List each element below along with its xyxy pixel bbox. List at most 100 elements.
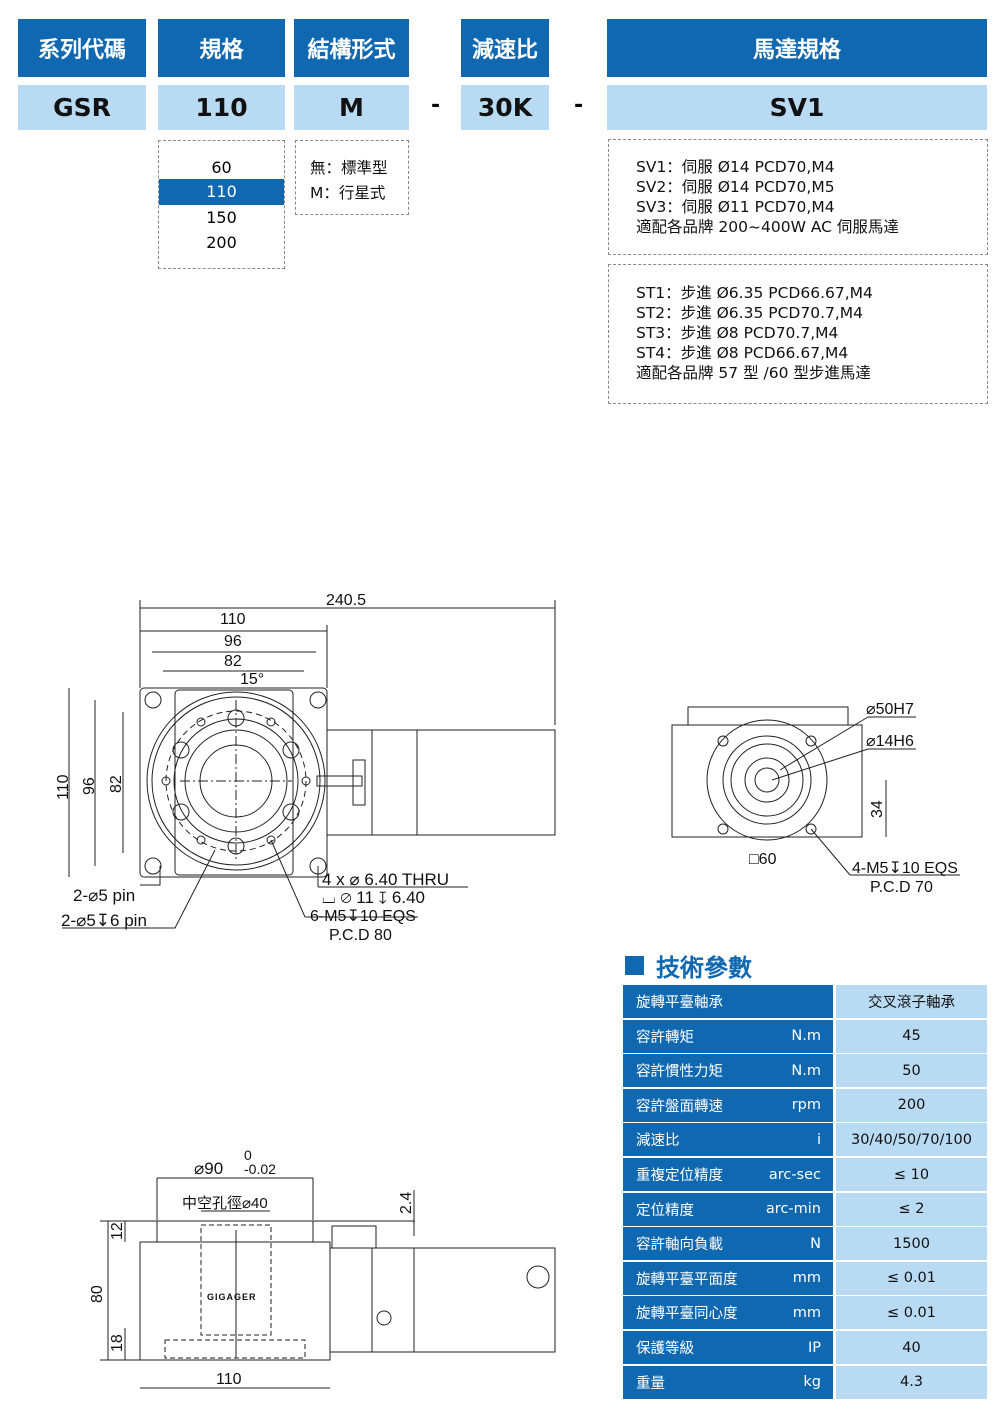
spec-label-cell: 減速比 i [623, 1123, 833, 1157]
pin-label: 2-⌀5 pin [73, 886, 135, 905]
square-bullet-icon [625, 956, 644, 975]
dim-v-82: 82 [108, 775, 125, 793]
bottom-view-drawing [100, 1177, 556, 1389]
thru-hole-label: 4 x ⌀ 6.40 THRU [322, 870, 449, 889]
value-size: 110 [158, 85, 285, 130]
dim-v-110: 110 [55, 774, 72, 800]
spec-value: 40 [836, 1331, 987, 1364]
spec-label-cell: 容許慣性力矩 N.m [623, 1054, 833, 1088]
spec-row: 重量 kg 4.3 [623, 1365, 987, 1399]
spec-value: 200 [836, 1088, 987, 1122]
spec-row: 旋轉平臺同心度 mm ≤ 0.01 [623, 1296, 987, 1330]
stepper-option: ST4：步進 Ø8 PCD66.67,M4 [636, 344, 849, 362]
dim-18: 18 [109, 1334, 126, 1352]
spec-unit: IP [807, 1339, 821, 1356]
spec-title: 技術參數 [625, 948, 752, 983]
spec-unit: mm [792, 1270, 821, 1287]
servo-options: SV1：伺服 Ø14 PCD70,M4 SV2：伺服 Ø14 PCD70,M5 … [608, 139, 988, 255]
separator: - [574, 93, 584, 118]
spec-label: 重複定位精度 [636, 1168, 723, 1184]
spec-label: 重量 [636, 1375, 665, 1392]
dim-96: 96 [224, 633, 242, 650]
stepper-option: ST2：步進 Ø6.35 PCD70.7,M4 [636, 304, 864, 322]
spec-label: 容許慣性力矩 [636, 1064, 723, 1081]
spec-row: 保護等級 IP 40 [623, 1331, 987, 1364]
size-option: 200 [206, 233, 237, 252]
side-tap-label: 4-M5↧10 EQS [852, 860, 958, 877]
hollow-diameter: 中空孔徑⌀40 [182, 1195, 268, 1212]
dim-d90: ⌀90 [194, 1159, 223, 1178]
spec-label: 定位精度 [636, 1202, 694, 1219]
stepper-options: ST1：步進 Ø6.35 PCD66.67,M4 ST2：步進 Ø6.35 PC… [608, 264, 988, 404]
header-motor: 馬達規格 [607, 19, 987, 77]
dim-34: 34 [869, 800, 886, 818]
dim-d50: ⌀50H7 [866, 701, 914, 718]
dim-bottom-110: 110 [216, 1371, 242, 1388]
structure-option: 無：標準型 [310, 159, 388, 177]
spec-value: ≤ 0.01 [836, 1296, 987, 1330]
header-structure: 結構形式 [294, 19, 409, 77]
spec-value: ≤ 10 [836, 1158, 987, 1191]
stepper-note: 適配各品牌 57 型 /60 型步進馬達 [636, 364, 871, 382]
header-size: 規格 [158, 19, 285, 77]
header-ratio: 減速比 [461, 19, 549, 77]
size-option: 60 [211, 158, 232, 177]
spec-label: 減速比 [636, 1133, 680, 1150]
side-pcd-label: P.C.D 70 [870, 879, 933, 896]
spec-label: 旋轉平臺同心度 [636, 1306, 738, 1323]
separator: - [431, 93, 441, 118]
dim-angle: 15° [240, 671, 264, 688]
brand-logo: GIGAGER [207, 1292, 257, 1302]
spec-label: 保護等級 [636, 1341, 694, 1357]
spec-title-text: 技術參數 [656, 954, 752, 982]
dim-total-length: 240.5 [326, 592, 366, 609]
spec-value: 交叉滾子軸承 [836, 985, 987, 1018]
spec-unit: i [816, 1131, 821, 1148]
servo-note: 適配各品牌 200~400W AC 伺服馬達 [636, 218, 899, 236]
front-view-drawing [62, 600, 556, 929]
spec-unit: N.m [791, 1062, 821, 1079]
tol-upper: 0 [244, 1147, 252, 1163]
servo-option: SV1：伺服 Ø14 PCD70,M4 [636, 158, 835, 176]
tol-lower: -0.02 [244, 1161, 276, 1177]
value-ratio: 30K [461, 85, 549, 130]
stepper-option: ST3：步進 Ø8 PCD70.7,M4 [636, 324, 839, 342]
servo-option: SV3：伺服 Ø11 PCD70,M4 [636, 198, 835, 216]
header-series-code: 系列代碼 [18, 19, 146, 77]
spec-value: 4.3 [836, 1365, 987, 1399]
spec-value: 30/40/50/70/100 [836, 1123, 987, 1157]
spec-value: 1500 [836, 1227, 987, 1261]
value-structure: M [294, 85, 409, 130]
spec-label-cell: 保護等級 IP [623, 1331, 833, 1364]
size-options: 60 110 150 200 [158, 140, 285, 269]
pcd-label: P.C.D 80 [329, 927, 392, 944]
side-view-drawing [671, 706, 960, 876]
spec-unit: mm [792, 1304, 821, 1321]
dim-v-96: 96 [81, 777, 98, 795]
dim-80: 80 [89, 1285, 106, 1303]
spec-label: 容許軸向負載 [636, 1237, 723, 1254]
spec-label-cell: 旋轉平臺軸承 [623, 985, 833, 1018]
dim-sq60: □60 [749, 851, 777, 868]
tap-label: 6-M5↧10 EQS [310, 908, 416, 925]
spec-value: 50 [836, 1054, 987, 1088]
spec-value: ≤ 2 [836, 1192, 987, 1226]
dim-110: 110 [220, 611, 246, 628]
spec-label: 容許轉矩 [636, 1029, 694, 1046]
spec-value: 45 [836, 1019, 987, 1053]
spec-unit: kg [803, 1374, 821, 1391]
dim-12: 12 [109, 1222, 126, 1240]
spec-unit: arc-min [765, 1201, 821, 1218]
spec-unit: rpm [791, 1097, 821, 1114]
spec-label-cell: 定位精度 arc-min [623, 1192, 833, 1226]
pin-depth-label: 2-⌀5↧6 pin [61, 911, 147, 930]
